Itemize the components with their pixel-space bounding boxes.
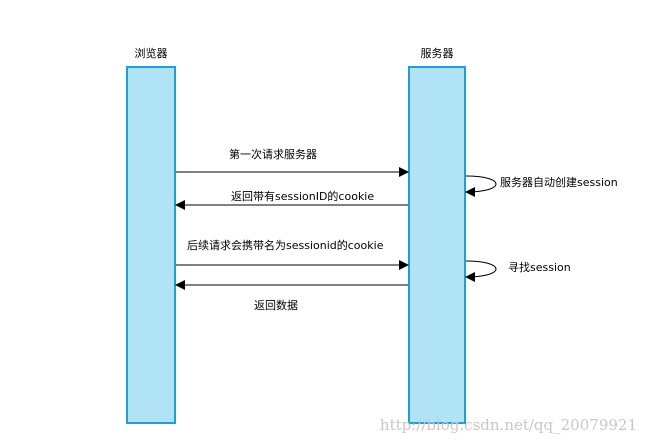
message-4-label: 返回数据: [254, 298, 298, 312]
self-call-1-label: 服务器自动创建session: [500, 175, 618, 189]
server-label: 服务器: [421, 47, 454, 60]
self-call-1-arrow: [465, 175, 497, 197]
self-call-2-label: 寻找session: [508, 260, 571, 274]
self-call-2-arrow: [465, 260, 497, 282]
browser-label: 浏览器: [135, 46, 168, 60]
message-2-label: 返回带有sessionID的cookie: [231, 189, 374, 203]
watermark-text: http://blog.csdn.net/qq_20079921: [380, 416, 637, 434]
message-3-label: 后续请求会携带名为sessionid的cookie: [187, 238, 384, 252]
message-1-label: 第一次请求服务器: [229, 147, 317, 161]
browser-lifeline: [126, 66, 176, 424]
server-lifeline: [408, 66, 466, 424]
